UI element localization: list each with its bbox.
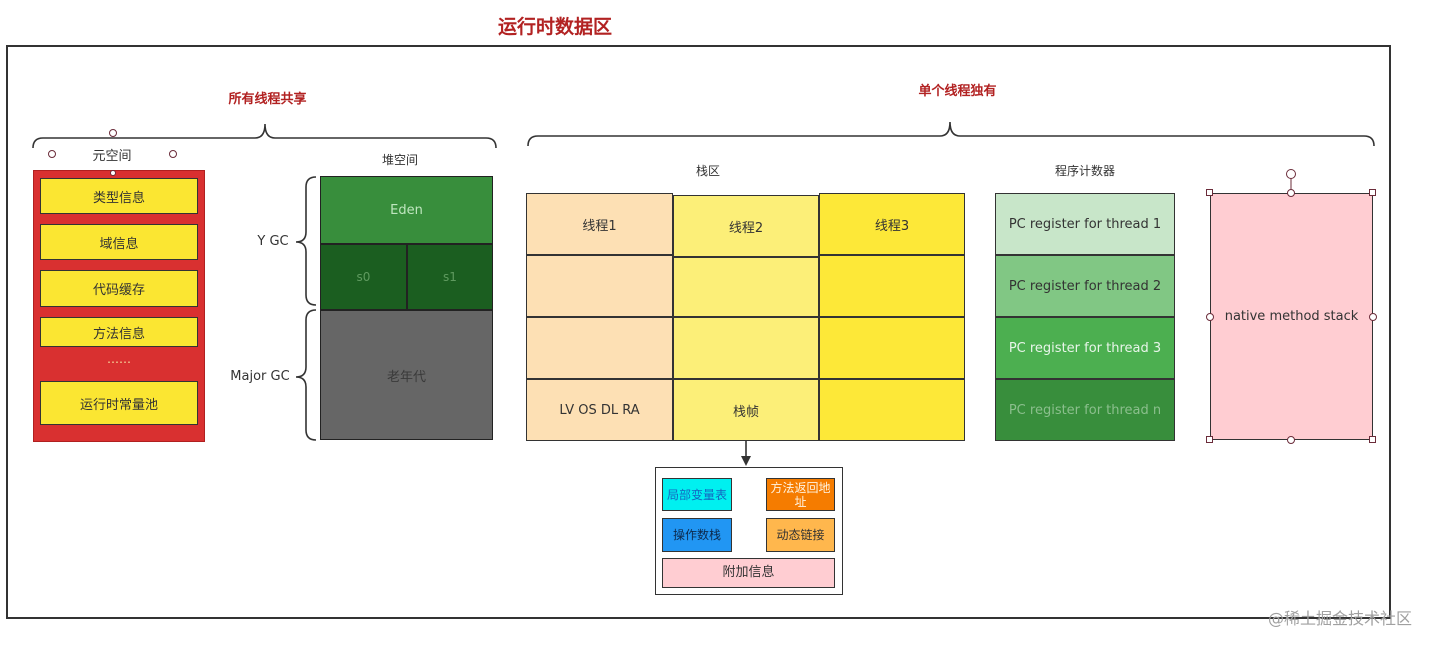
thread-column-header: 线程3 bbox=[819, 193, 965, 255]
metaspace-item: 域信息 bbox=[40, 224, 198, 260]
stack-frame-cell bbox=[819, 379, 965, 441]
selection-handle[interactable] bbox=[110, 170, 116, 176]
s1-region: s1 bbox=[407, 244, 493, 310]
frame-arrow-head bbox=[741, 456, 751, 466]
shared-heading: 所有线程共享 bbox=[228, 91, 307, 107]
metaspace-item: 运行时常量池 bbox=[40, 381, 198, 425]
selection-handle[interactable] bbox=[109, 129, 117, 137]
stack-frame-cell: 栈帧 bbox=[673, 379, 819, 441]
metaspace-item: 方法信息 bbox=[40, 317, 198, 347]
stack-frame-cell bbox=[526, 317, 673, 379]
dynamic-link: 动态链接 bbox=[766, 518, 835, 552]
stack-frame-cell bbox=[526, 255, 673, 317]
pc-register: PC register for thread n bbox=[995, 379, 1175, 441]
local-vars-table: 局部变量表 bbox=[662, 478, 732, 511]
metaspace-label: 元空间 bbox=[92, 148, 132, 164]
stack-frame-cell bbox=[673, 257, 819, 317]
eden-region: Eden bbox=[320, 176, 493, 244]
old-gen-region: 老年代 bbox=[320, 310, 493, 440]
selection-handle[interactable] bbox=[1206, 313, 1214, 321]
page-title: 运行时数据区 bbox=[497, 15, 612, 38]
selection-handle[interactable] bbox=[1206, 189, 1213, 196]
pc-register: PC register for thread 3 bbox=[995, 317, 1175, 379]
pc-register: PC register for thread 1 bbox=[995, 193, 1175, 255]
stack-label: 栈区 bbox=[695, 163, 720, 178]
thread-column-header: 线程2 bbox=[673, 195, 819, 257]
stack-frame-cell bbox=[819, 317, 965, 379]
native-method-stack[interactable]: native method stack bbox=[1210, 193, 1373, 440]
metaspace-item: 类型信息 bbox=[40, 178, 198, 214]
stack-frame-cell bbox=[673, 317, 819, 379]
thread-column-header: 线程1 bbox=[526, 193, 673, 255]
selection-handle[interactable] bbox=[169, 150, 177, 158]
return-address: 方法返回地址 bbox=[766, 478, 835, 511]
selection-handle[interactable] bbox=[1369, 436, 1376, 443]
metaspace-item: 代码缓存 bbox=[40, 270, 198, 307]
private-brace bbox=[527, 121, 1375, 147]
metaspace-ellipsis: …… bbox=[107, 352, 131, 366]
stack-frame-cell: LV OS DL RA bbox=[526, 379, 673, 441]
selection-handle[interactable] bbox=[1287, 436, 1295, 444]
rotate-handle[interactable] bbox=[1286, 169, 1296, 179]
shared-brace bbox=[32, 123, 497, 149]
ygc-brace bbox=[295, 176, 317, 306]
selection-handle[interactable] bbox=[1206, 436, 1213, 443]
pc-label: 程序计数器 bbox=[1054, 163, 1115, 178]
stack-frame-cell bbox=[819, 255, 965, 317]
majorgc-brace bbox=[295, 309, 317, 441]
selection-handle[interactable] bbox=[1369, 189, 1376, 196]
ygc-label: Y GC bbox=[257, 233, 289, 249]
operand-stack: 操作数栈 bbox=[662, 518, 732, 552]
selection-handle[interactable] bbox=[48, 150, 56, 158]
watermark: @稀土掘金技术社区 bbox=[1267, 609, 1412, 628]
private-heading: 单个线程独有 bbox=[918, 83, 997, 99]
extra-info: 附加信息 bbox=[662, 558, 835, 588]
heap-label: 堆空间 bbox=[381, 152, 418, 167]
selection-handle[interactable] bbox=[1369, 313, 1377, 321]
selection-handle[interactable] bbox=[1287, 189, 1295, 197]
majorgc-label: Major GC bbox=[230, 368, 290, 384]
pc-register: PC register for thread 2 bbox=[995, 255, 1175, 317]
runtime-data-area-frame bbox=[6, 45, 1391, 619]
s0-region: s0 bbox=[320, 244, 407, 310]
